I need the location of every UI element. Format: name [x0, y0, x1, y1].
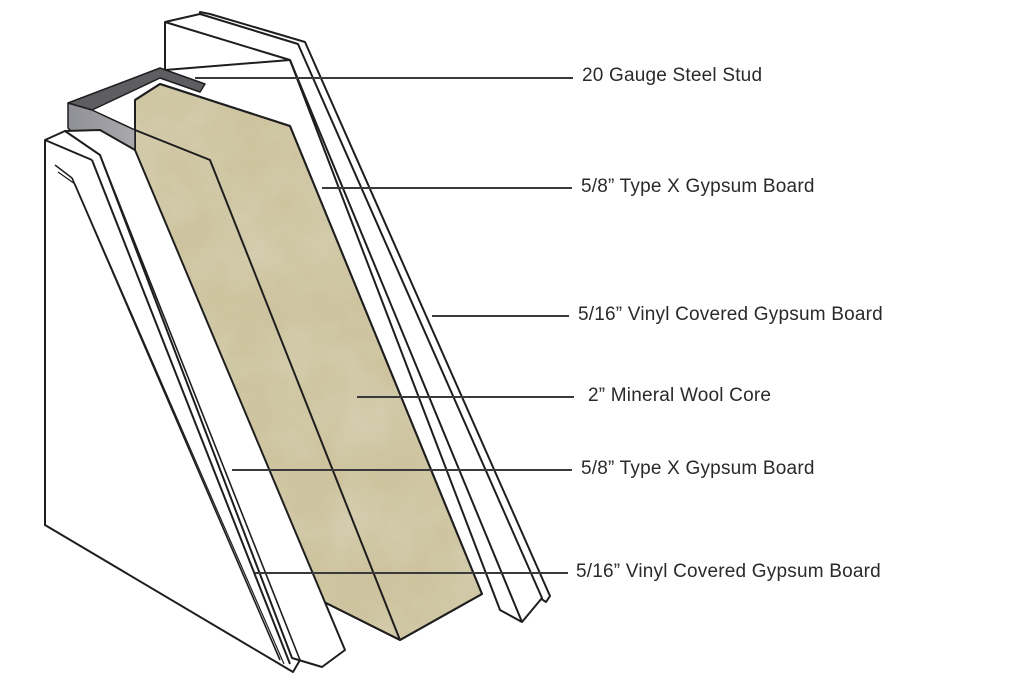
leader-line-type-x-front [232, 469, 572, 471]
leader-line-vinyl-front [255, 572, 568, 574]
label-vinyl-gypsum-back: 5/16” Vinyl Covered Gypsum Board [578, 304, 883, 325]
label-steel-stud: 20 Gauge Steel Stud [582, 65, 763, 86]
label-vinyl-gypsum-front: 5/16” Vinyl Covered Gypsum Board [576, 561, 881, 582]
label-type-x-gypsum-back: 5/8” Type X Gypsum Board [581, 176, 815, 197]
label-type-x-gypsum-front: 5/8” Type X Gypsum Board [581, 458, 815, 479]
label-mineral-wool-core: 2” Mineral Wool Core [588, 385, 772, 406]
leader-line-vinyl-back [432, 315, 569, 317]
front-type-x-gypsum-board [54, 129, 346, 668]
leader-line-type-x-back [322, 187, 572, 189]
leader-line-steel-stud [195, 77, 573, 79]
leader-line-mineral-wool [357, 396, 574, 398]
